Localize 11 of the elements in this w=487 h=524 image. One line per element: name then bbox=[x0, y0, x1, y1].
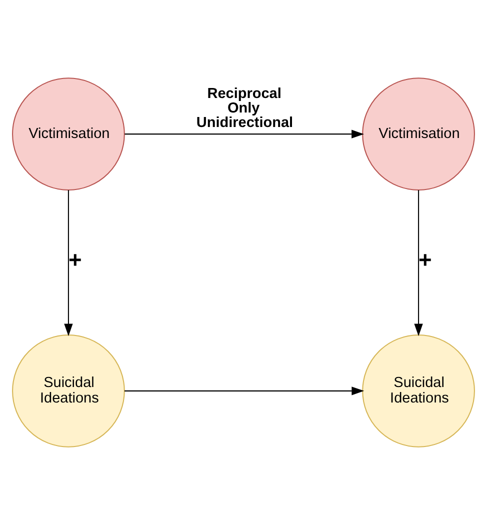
edge-label: + bbox=[418, 246, 432, 272]
edge-label: Reciprocal Only Unidirectional bbox=[196, 86, 294, 131]
edge-label: + bbox=[68, 246, 82, 272]
arrow bbox=[414, 190, 423, 336]
arrow bbox=[124, 386, 364, 395]
node-circle: Suicidal Ideations bbox=[12, 334, 125, 447]
arrow bbox=[124, 129, 364, 138]
arrow bbox=[64, 190, 73, 336]
node-circle: Suicidal Ideations bbox=[362, 334, 475, 447]
node-circle: Victimisation bbox=[362, 77, 475, 190]
node-circle: Victimisation bbox=[12, 77, 125, 190]
